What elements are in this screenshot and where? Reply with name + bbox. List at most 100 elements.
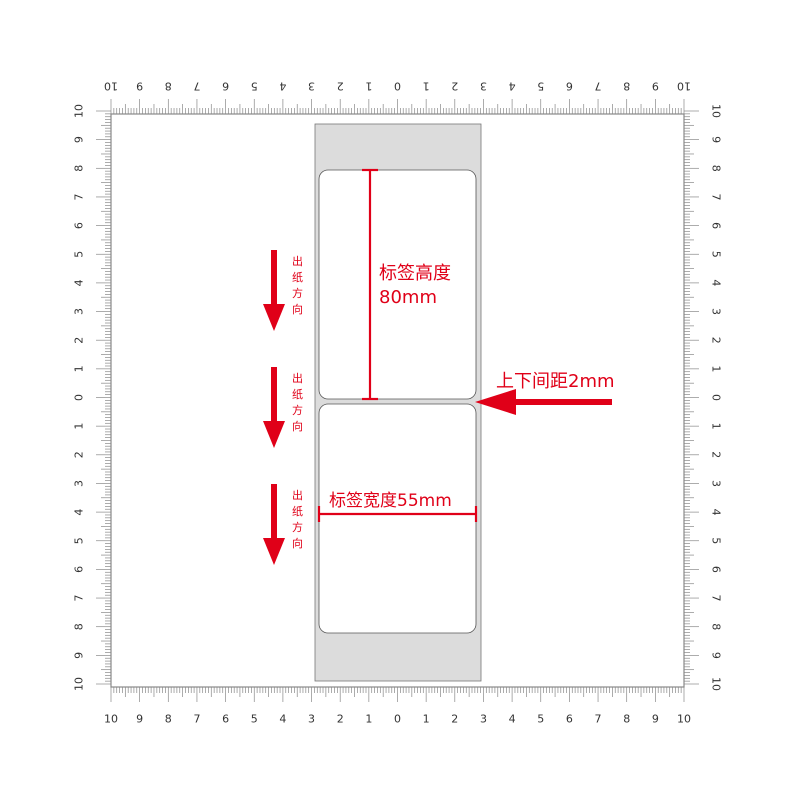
ruler-number: 7: [710, 595, 723, 602]
ruler-number: 7: [73, 193, 86, 200]
feed-char: 出: [292, 488, 303, 502]
feed-arrow-shaft: [271, 250, 277, 306]
ruler-number: 3: [73, 308, 86, 315]
ruler-number: 10: [104, 80, 118, 93]
ruler-number: 4: [509, 713, 516, 726]
ruler-number: 5: [537, 713, 544, 726]
ruler-number: 8: [73, 623, 86, 630]
ruler-number: 10: [710, 104, 723, 118]
ruler-number: 6: [73, 222, 86, 229]
ruler-number: 3: [480, 80, 487, 93]
ruler-number: 1: [365, 80, 372, 93]
feed-char: 纸: [292, 388, 303, 401]
ruler-number: 1: [73, 423, 86, 430]
ruler-number: 7: [595, 713, 602, 726]
ruler-number: 4: [710, 509, 723, 516]
feed-arrow-shaft: [271, 367, 277, 423]
ruler-number: 9: [136, 80, 143, 93]
ruler-number: 9: [710, 652, 723, 659]
ruler-number: 4: [279, 80, 286, 93]
feed-direction-1: 出 纸 方 向: [263, 250, 303, 331]
ruler-number: 1: [73, 365, 86, 372]
ruler-number: 9: [652, 80, 659, 93]
ruler-number: 10: [710, 677, 723, 691]
ruler-number: 8: [710, 623, 723, 630]
feed-char: 出: [292, 254, 303, 268]
ruler-number: 6: [566, 80, 573, 93]
label-height-title: 标签高度: [379, 263, 451, 284]
ruler-number: 8: [710, 165, 723, 172]
ruler-number: 8: [623, 713, 630, 726]
label-roll: [314, 123, 482, 682]
ruler-number: 5: [537, 80, 544, 93]
ruler-number: 5: [710, 537, 723, 544]
ruler-number: 6: [566, 713, 573, 726]
ruler-number: 9: [652, 713, 659, 726]
feed-char: 出: [292, 371, 303, 385]
feed-char: 方: [292, 403, 303, 417]
feed-char: 纸: [292, 505, 303, 518]
ruler-number: 4: [73, 509, 86, 516]
ruler-number: 3: [710, 308, 723, 315]
width-dimension: 标签宽度55mm: [317, 491, 478, 522]
ruler-number: 6: [710, 222, 723, 229]
ruler-number: 5: [73, 537, 86, 544]
gap-indicator: 上下间距2mm: [475, 371, 615, 415]
ruler-number: 0: [710, 394, 723, 401]
ruler-number: 2: [73, 451, 86, 458]
ruler-number: 7: [193, 80, 200, 93]
down-arrow-icon: [263, 421, 285, 448]
label-bottom: [318, 403, 477, 634]
ruler-number: 2: [451, 713, 458, 726]
feed-char: 纸: [292, 271, 303, 284]
ruler-number: 5: [710, 251, 723, 258]
ruler-number: 1: [710, 365, 723, 372]
ruler-number: 4: [73, 279, 86, 286]
ruler-number: 10: [73, 104, 86, 118]
ruler-number: 9: [73, 652, 86, 659]
ruler-number: 6: [222, 80, 229, 93]
feed-direction-2: 出 纸 方 向: [263, 367, 303, 448]
ruler-number: 7: [595, 80, 602, 93]
ruler-number: 0: [394, 713, 401, 726]
ruler-number: 3: [480, 713, 487, 726]
ruler-number: 10: [677, 80, 691, 93]
ruler-number: 1: [365, 713, 372, 726]
ruler-number: 9: [710, 136, 723, 143]
feed-direction-3: 出 纸 方 向: [263, 484, 303, 565]
ruler-number: 3: [73, 480, 86, 487]
ruler-number: 7: [73, 595, 86, 602]
down-arrow-icon: [263, 304, 285, 331]
ruler-number: 1: [423, 713, 430, 726]
feed-char: 方: [292, 520, 303, 534]
feed-char: 向: [292, 419, 303, 433]
ruler-number: 2: [710, 337, 723, 344]
ruler-number: 9: [73, 136, 86, 143]
ruler-number: 4: [710, 279, 723, 286]
ruler-number: 8: [165, 80, 172, 93]
ruler-number: 2: [337, 713, 344, 726]
ruler-number: 6: [222, 713, 229, 726]
gap-text: 上下间距2mm: [496, 371, 615, 392]
ruler-number: 7: [710, 193, 723, 200]
ruler-number: 0: [73, 394, 86, 401]
label-height-value: 80mm: [379, 287, 437, 308]
ruler-number: 2: [710, 451, 723, 458]
ruler-number: 6: [710, 566, 723, 573]
ruler-number: 8: [165, 713, 172, 726]
ruler-number: 5: [251, 713, 258, 726]
ruler-number: 5: [73, 251, 86, 258]
ruler-number: 3: [308, 713, 315, 726]
ruler-number: 0: [394, 80, 401, 93]
height-dimension: 标签高度 80mm: [362, 168, 451, 401]
ruler-number: 2: [451, 80, 458, 93]
ruler-number: 3: [710, 480, 723, 487]
ruler-number: 10: [677, 713, 691, 726]
label-top: [318, 169, 477, 400]
label-width-text: 标签宽度55mm: [329, 491, 452, 511]
ruler-number: 8: [623, 80, 630, 93]
ruler-number: 7: [193, 713, 200, 726]
ruler-number: 8: [73, 165, 86, 172]
